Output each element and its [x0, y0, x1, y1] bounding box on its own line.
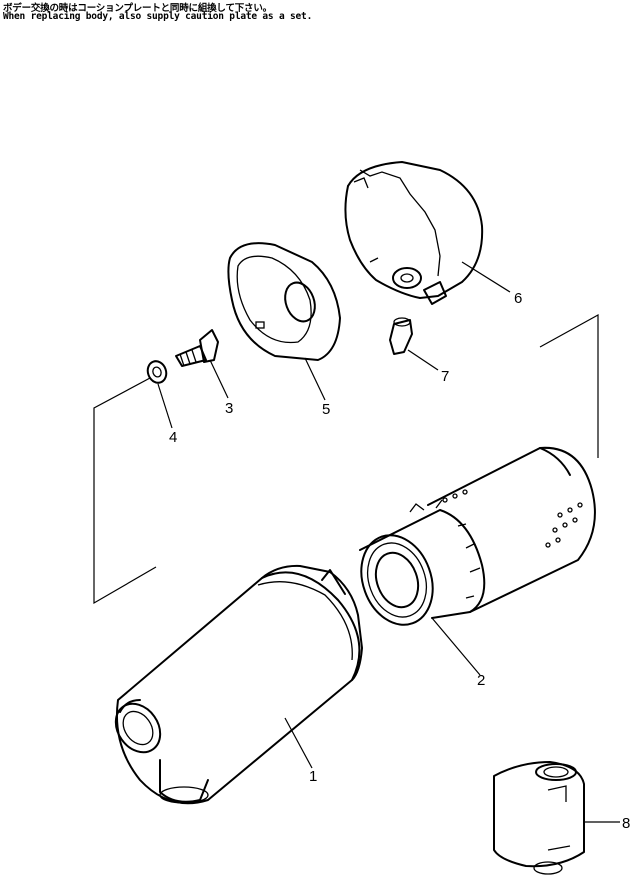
caution-note-japanese: ボデー交換の時はコーションプレートと同時に組換して下さい。 [3, 3, 272, 14]
part-5-cover [227, 242, 341, 361]
callout-5: 5 [322, 401, 330, 418]
part-1-cleaner-body [114, 564, 363, 805]
right-bracket-line [539, 313, 599, 458]
callout-1: 1 [309, 768, 317, 785]
part-2-filter-element [359, 446, 596, 626]
callout-6: 6 [514, 290, 522, 307]
left-bracket-line [93, 377, 157, 605]
part-3-wing-bolt [175, 329, 219, 367]
callout-7: 7 [441, 368, 449, 385]
part-4-washer [146, 360, 168, 384]
callout-2: 2 [477, 672, 485, 689]
callout-4: 4 [169, 429, 177, 446]
caution-note-english: When replacing body, also supply caution… [3, 11, 313, 22]
part-6-cap [344, 161, 484, 305]
callout-3: 3 [225, 400, 233, 417]
part-8-small-cleaner [493, 761, 585, 875]
leader-lines [157, 261, 620, 823]
callout-8: 8 [622, 815, 630, 832]
part-7-vacuator-valve [389, 317, 413, 355]
